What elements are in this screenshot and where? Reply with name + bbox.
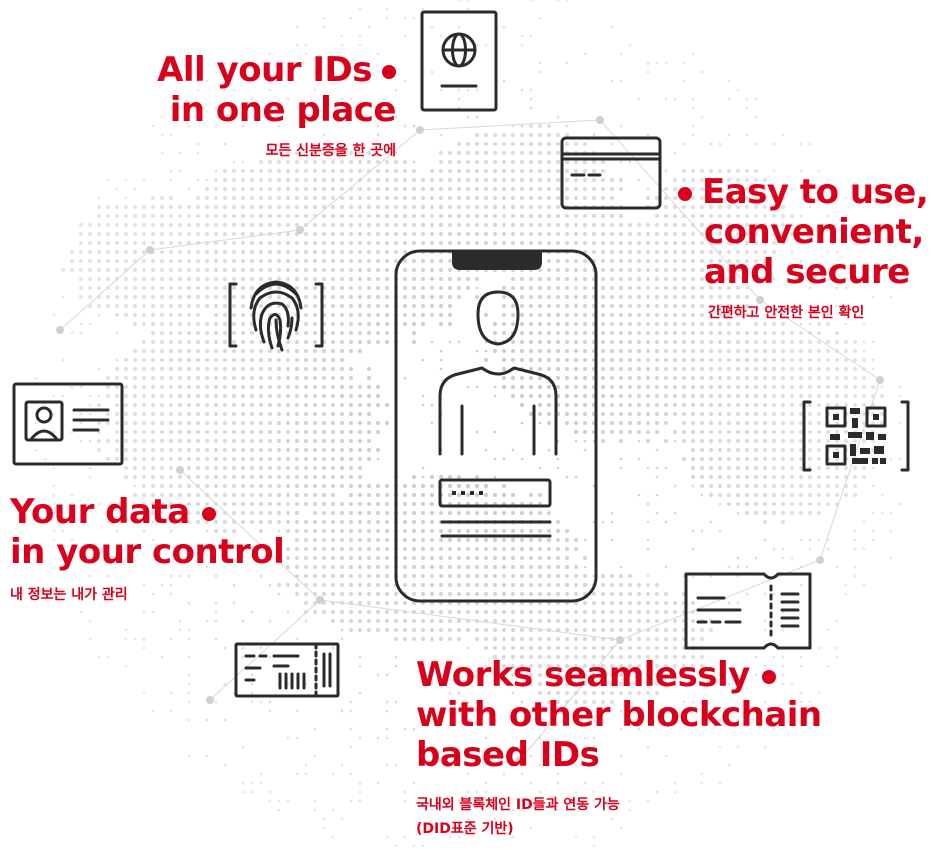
feature-works-seamlessly: Works seamlessly with other blockchain b… [416,655,822,841]
feature-works-subtitle-line-2: (DID표준 기반) [416,821,514,837]
feature-easy-secure: Easy to use, convenient, and secure 간편하고… [676,172,929,324]
feature-data-title-line-2: in your control [10,532,285,572]
feature-data-control: Your data in your control 내 정보는 내가 관리 [10,492,285,606]
bullet-dot [678,186,692,201]
ticket-icon [684,572,812,650]
qr-code-icon [800,398,912,474]
passport-icon [420,10,498,112]
globe-dots [34,0,902,848]
feature-data-title: Your data in your control [10,492,285,572]
feature-data-title-line-1: Your data [10,492,190,532]
feature-works-title: Works seamlessly with other blockchain b… [416,655,822,775]
feature-easy-subtitle: 간편하고 안전한 본인 확인 [708,305,865,321]
globe-network-lines [56,116,884,764]
bullet-dot [201,506,216,521]
feature-easy-title-line-2: convenient, [704,212,924,252]
feature-easy-title-line-3: and secure [704,252,910,292]
feature-works-subtitle: 국내외 블록체인 ID들과 연동 가능 (DID표준 기반) [416,793,822,841]
card-icon [560,136,662,210]
feature-works-subtitle-line-1: 국내외 블록체인 ID들과 연동 가능 [416,797,620,813]
bullet-dot [761,669,776,684]
phone-profile-icon [394,248,598,604]
feature-works-title-line-3: based IDs [416,735,600,775]
feature-all-ids: All your IDs in one place 모든 신분증을 한 곳에 [157,50,396,162]
feature-works-title-line-1: Works seamlessly [416,655,750,695]
feature-works-title-line-2: with other blockchain [416,695,822,735]
feature-all-ids-title-line-1: All your IDs [157,50,372,90]
feature-all-ids-title: All your IDs in one place [157,50,396,130]
id-card-icon [12,382,124,466]
feature-easy-title: Easy to use, convenient, and secure [676,172,929,292]
feature-data-subtitle: 내 정보는 내가 관리 [10,587,128,603]
fingerprint-icon [226,270,326,360]
feature-all-ids-title-line-2: in one place [169,90,397,130]
feature-easy-title-line-1: Easy to use, [702,172,929,212]
boarding-pass-icon [234,642,340,698]
bullet-dot [382,64,396,79]
feature-all-ids-subtitle: 모든 신분증을 한 곳에 [265,143,396,159]
